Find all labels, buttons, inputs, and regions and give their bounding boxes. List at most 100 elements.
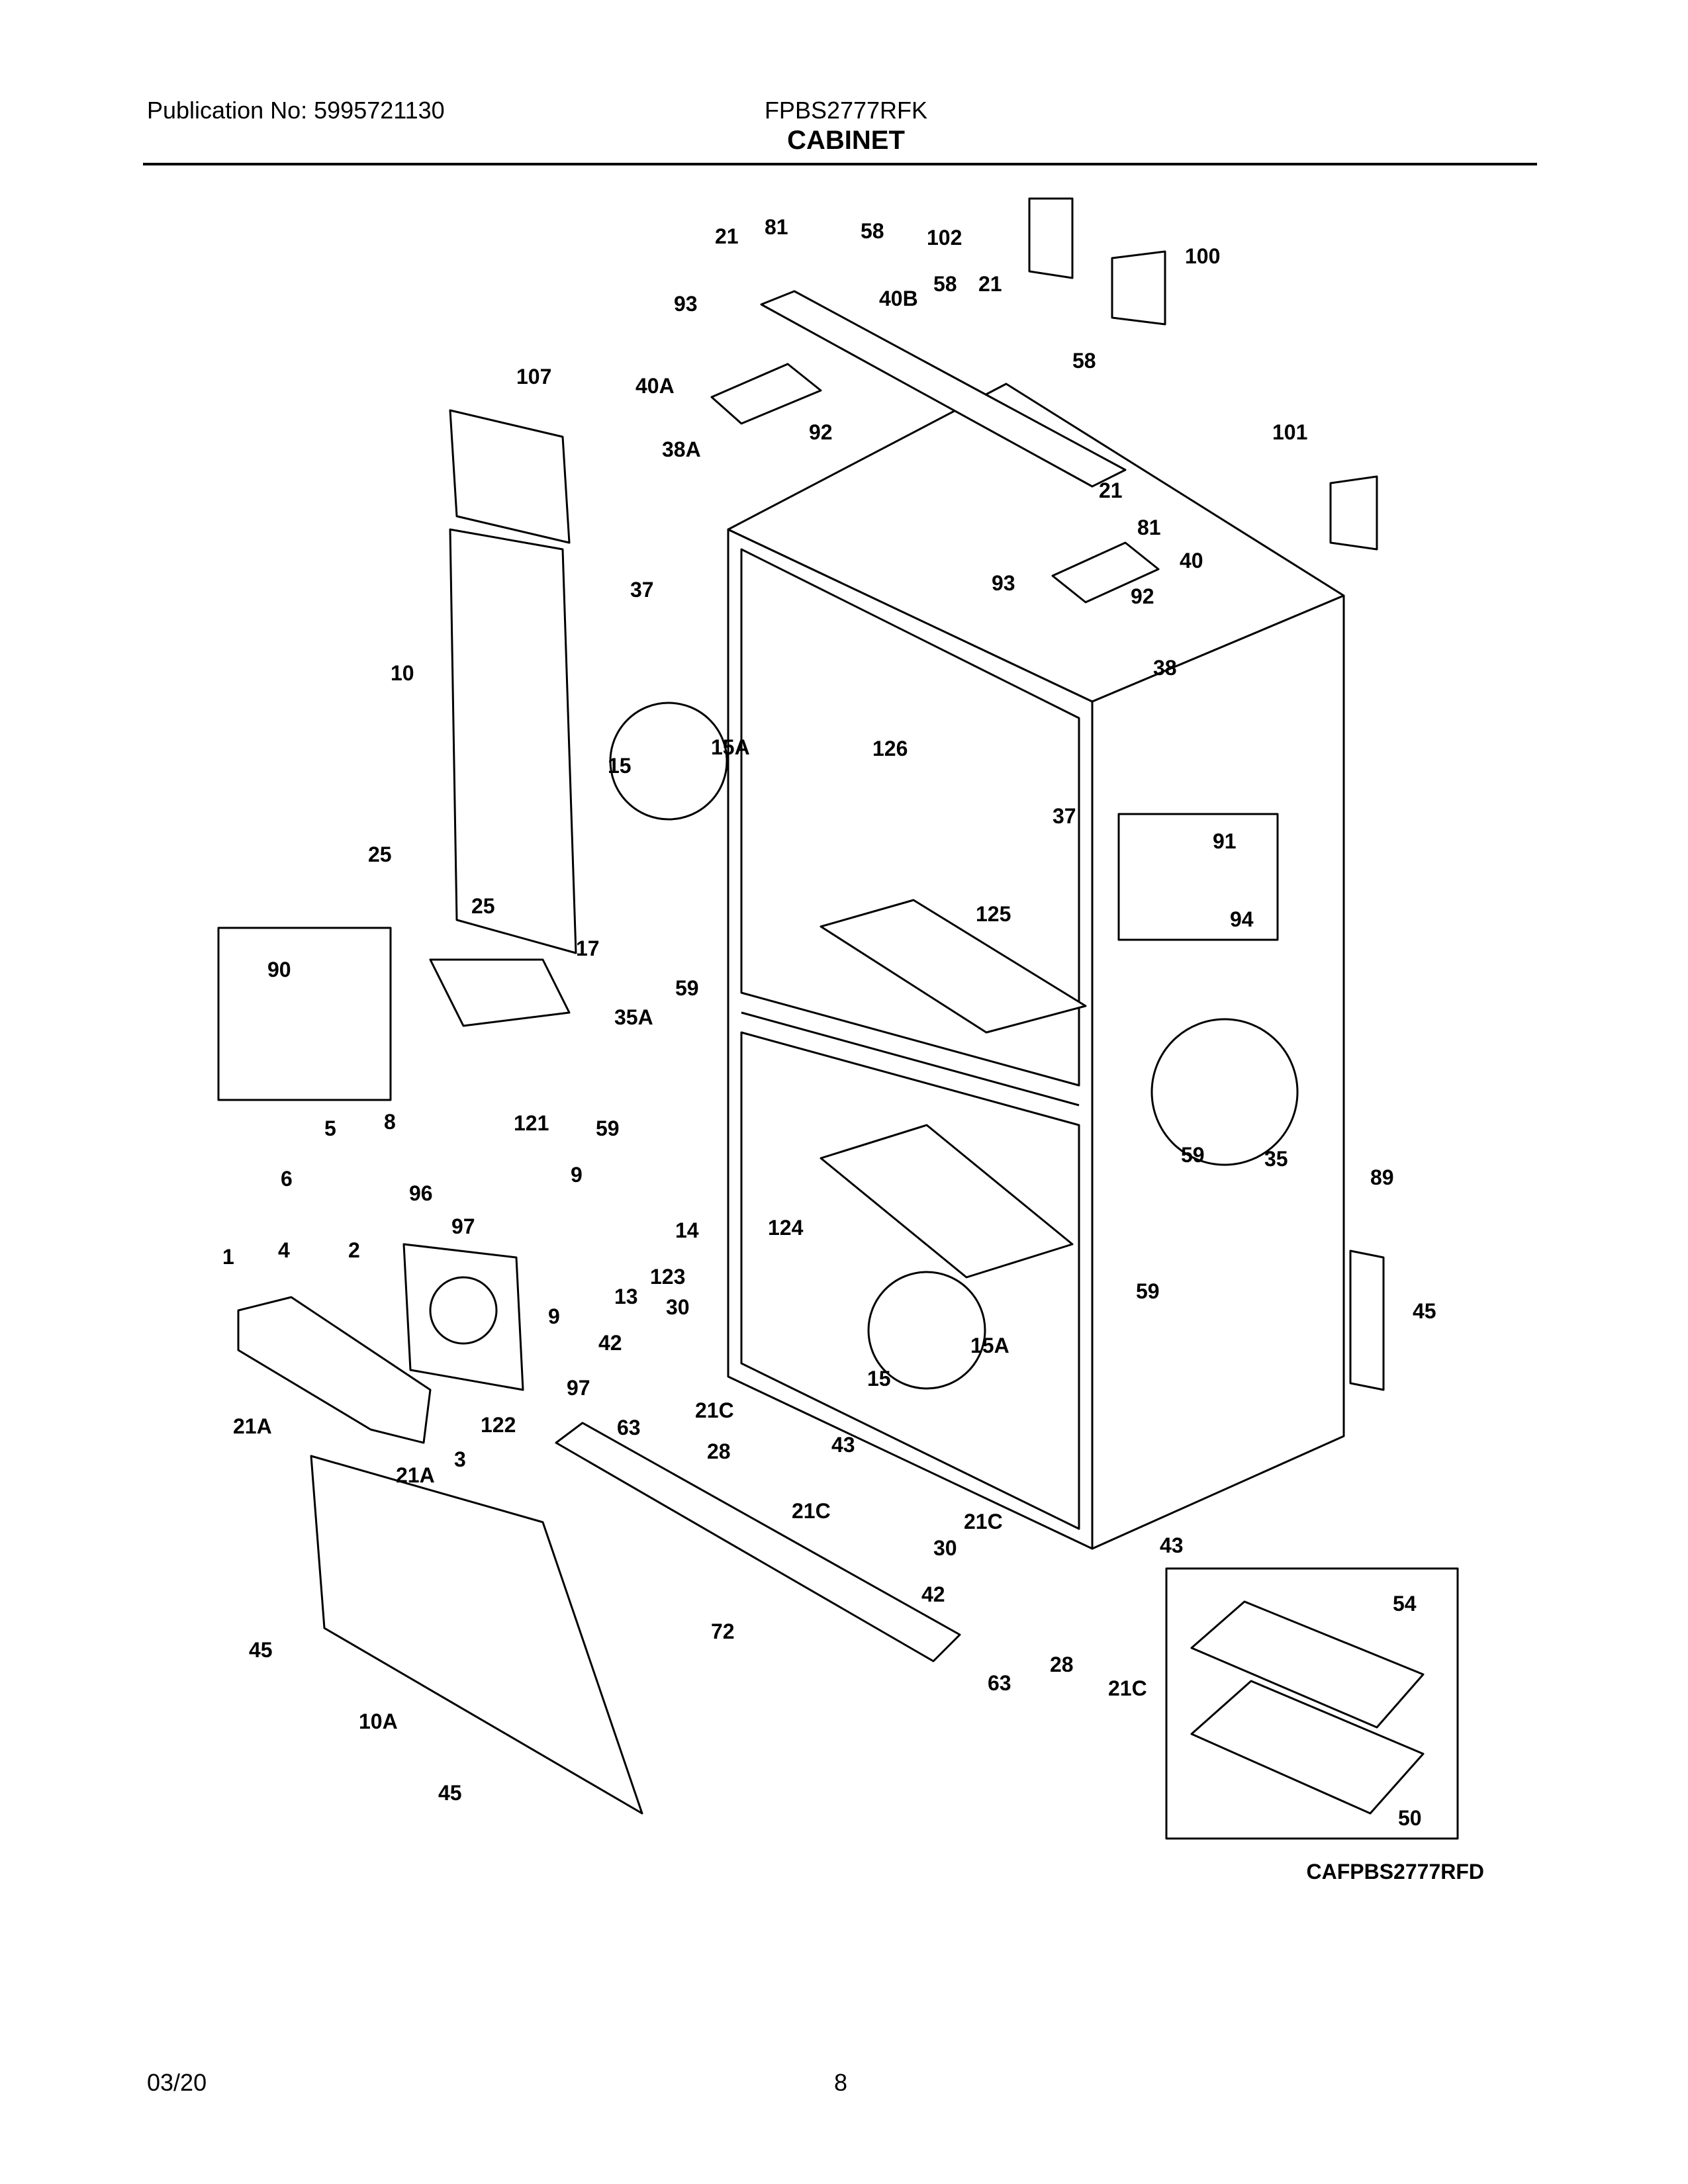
callout-label: 102 <box>927 226 962 250</box>
hinge-cover-101 <box>1329 475 1378 551</box>
hinge-cover-100 <box>1111 250 1166 326</box>
callout-label: 59 <box>1181 1143 1205 1167</box>
top-hinge-bar <box>760 290 1127 488</box>
callout-label: 81 <box>765 215 788 239</box>
rear-cover-10a <box>310 1455 643 1815</box>
page-number: 8 <box>833 2069 848 2096</box>
callout-label: 93 <box>674 292 698 316</box>
callout-label: 28 <box>707 1439 731 1463</box>
hinge-bracket-40a <box>710 363 822 425</box>
callout-label: 21A <box>396 1463 435 1487</box>
callout-label: 97 <box>567 1376 590 1400</box>
detail-box-54 <box>1165 1567 1459 1840</box>
side-panel-89 <box>1349 1250 1385 1391</box>
callout-label: 50 <box>1398 1806 1422 1830</box>
callout-label: 10A <box>359 1709 398 1733</box>
callout-label: 30 <box>666 1295 690 1319</box>
cover-107 <box>449 409 571 544</box>
callout-label: 21 <box>1099 478 1123 502</box>
callout-label: 107 <box>516 365 551 388</box>
page-title: CABINET <box>787 126 905 155</box>
callout-label: 45 <box>438 1781 462 1805</box>
detail-circle-15a-lower <box>867 1271 986 1390</box>
callout-label: 40A <box>635 374 675 398</box>
callout-label: 122 <box>481 1413 516 1437</box>
callout-label: 90 <box>267 958 291 981</box>
detail-box-91 <box>1117 813 1279 941</box>
callout-label: 37 <box>630 578 654 602</box>
callout-label: 28 <box>1050 1653 1074 1676</box>
freshfood-opening <box>740 548 1080 1087</box>
diagram-code: CAFPBS2777RFD <box>1306 1860 1484 1884</box>
callout-label: 45 <box>249 1638 273 1662</box>
callout-label: 13 <box>614 1285 638 1308</box>
publication-number: Publication No: 5995721130 <box>147 97 445 124</box>
callout-label: 9 <box>548 1304 560 1328</box>
callout-label: 91 <box>1213 829 1237 853</box>
callout-label: 40B <box>879 287 918 310</box>
callout-label: 125 <box>976 902 1011 926</box>
callout-label: 59 <box>1136 1279 1160 1303</box>
footer-date: 03/20 <box>147 2069 207 2096</box>
callout-label: 15 <box>867 1367 891 1390</box>
shelf-125 <box>820 899 1087 1034</box>
housing-17 <box>429 958 571 1027</box>
callout-label: 3 <box>454 1447 466 1471</box>
callout-label: 40 <box>1180 549 1203 572</box>
fan-motor-13 <box>429 1276 498 1345</box>
callout-label: 92 <box>809 420 833 444</box>
callout-label: 21 <box>978 272 1002 296</box>
callout-label: 21C <box>1108 1676 1147 1700</box>
hinge-cover-102 <box>1028 197 1074 279</box>
callout-label: 101 <box>1272 420 1307 444</box>
callout-label: 58 <box>861 219 884 243</box>
callout-label: 124 <box>768 1216 804 1240</box>
callout-label: 25 <box>368 842 392 866</box>
callout-label: 38 <box>1153 656 1177 680</box>
callout-label: 59 <box>596 1116 620 1140</box>
callout-label: 25 <box>471 894 495 918</box>
callout-label: 8 <box>384 1110 396 1134</box>
callout-label: 15A <box>970 1334 1009 1357</box>
callout-label: 63 <box>988 1671 1011 1695</box>
callout-label: 72 <box>711 1619 735 1643</box>
freezer-opening <box>740 1031 1080 1530</box>
callout-labels: 21 81 58 102 100 93 40B 58 21 107 40A 58… <box>222 215 1436 1830</box>
callout-label: 97 <box>451 1214 475 1238</box>
callout-label: 45 <box>1413 1299 1436 1323</box>
callout-label: 15A <box>711 735 750 759</box>
callout-label: 10 <box>391 661 414 685</box>
toe-grille-72 <box>555 1422 961 1662</box>
callout-label: 21C <box>695 1398 734 1422</box>
air-duct-10 <box>449 528 577 954</box>
callout-label: 121 <box>514 1111 549 1135</box>
callout-label: 59 <box>675 976 699 1000</box>
fan-shroud-96 <box>402 1243 524 1391</box>
callout-label: 93 <box>992 571 1015 595</box>
model-number: FPBS2777RFK <box>764 97 928 124</box>
callout-label: 17 <box>576 936 600 960</box>
callout-label: 123 <box>650 1265 685 1289</box>
callout-label: 58 <box>933 272 957 296</box>
callout-label: 126 <box>872 737 908 760</box>
callout-label: 6 <box>281 1167 293 1191</box>
detail-circle-35 <box>1150 1018 1299 1166</box>
callout-label: 92 <box>1131 584 1154 608</box>
detail-box-90 <box>217 927 392 1101</box>
fan-housing-1 <box>237 1296 432 1444</box>
callout-label: 63 <box>617 1416 641 1439</box>
control-board-54 <box>1190 1600 1425 1729</box>
callout-label: 89 <box>1370 1165 1394 1189</box>
callout-label: 21C <box>792 1499 831 1523</box>
cabinet-drawing <box>217 197 1459 1840</box>
callout-label: 15 <box>608 754 632 778</box>
callout-label: 2 <box>348 1238 360 1262</box>
callout-label: 94 <box>1230 907 1254 931</box>
callout-label: 100 <box>1185 244 1220 268</box>
header-divider <box>143 163 1537 165</box>
callout-label: 21 <box>715 224 739 248</box>
callout-label: 37 <box>1053 804 1076 828</box>
callout-label: 9 <box>571 1163 583 1187</box>
callout-label: 30 <box>933 1536 957 1560</box>
